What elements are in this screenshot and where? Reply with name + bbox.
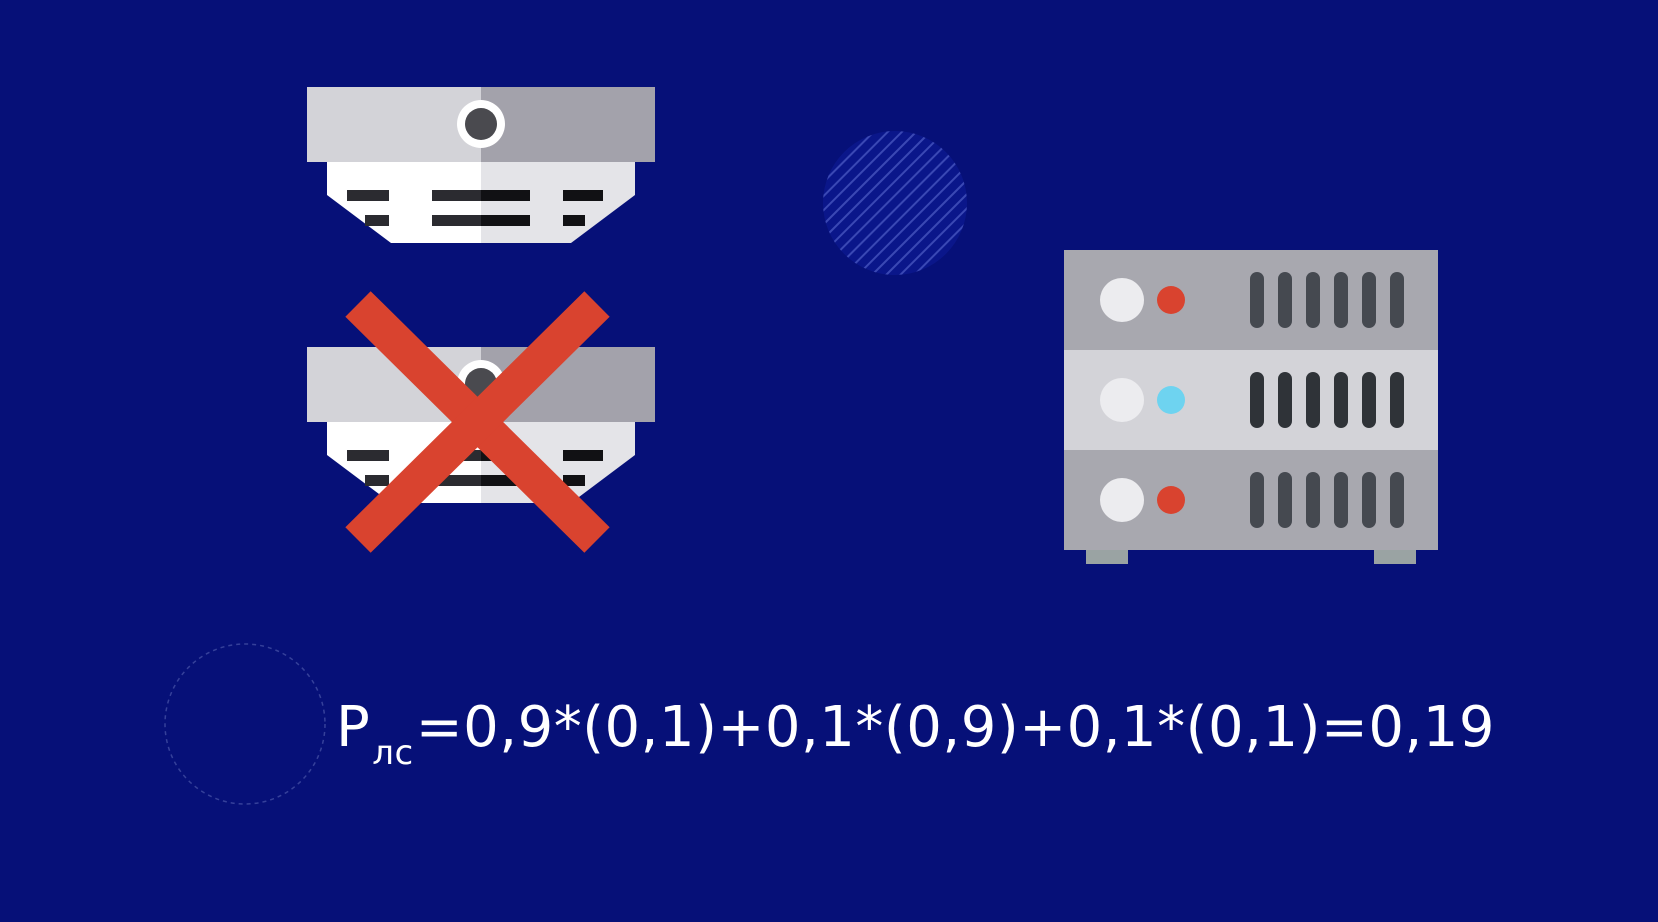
formula-subscript: лс [372, 733, 414, 773]
decorative-hatched-circle [823, 131, 967, 275]
red-cross-icon [345, 291, 610, 553]
smoke-detector-icon [307, 87, 655, 243]
formula-expression: =0,9*(0,1)+0,1*(0,9)+0,1*(0,1)=0,19 [415, 695, 1496, 760]
server-rack-icon [1064, 250, 1438, 564]
formula-variable: P [336, 695, 371, 760]
decorative-dashed-circle [164, 643, 326, 805]
probability-formula: Pлс=0,9*(0,1)+0,1*(0,9)+0,1*(0,1)=0,19 [336, 700, 1495, 773]
